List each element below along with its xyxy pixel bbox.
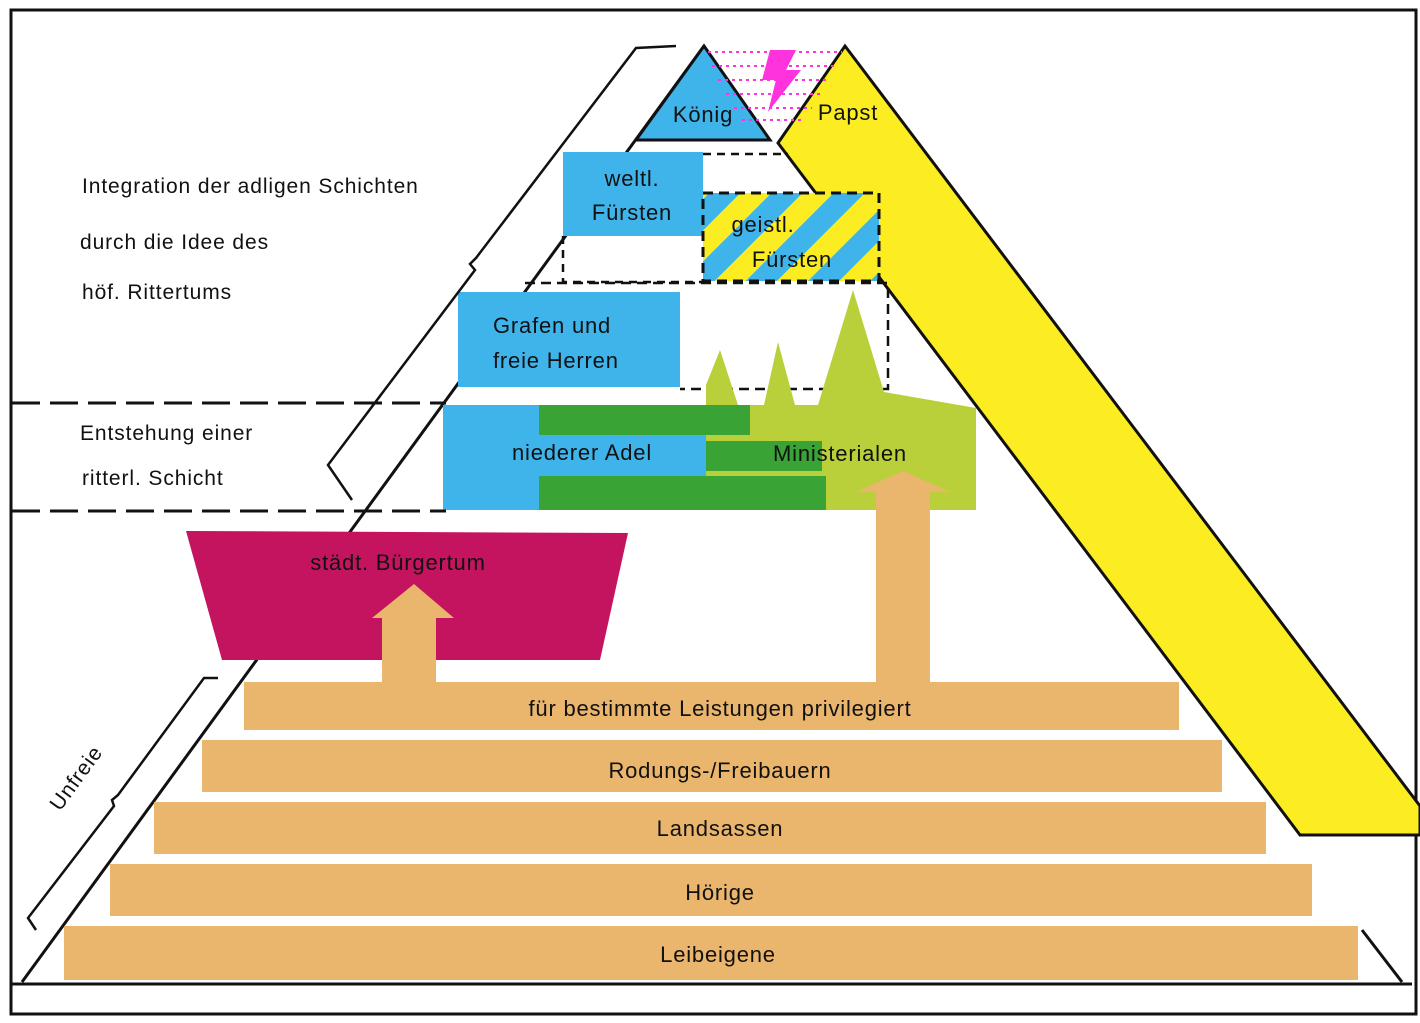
layer-landsassen-label: Landsassen (657, 816, 784, 841)
layer-rodung (202, 740, 1222, 792)
lower-nobility-green-bottom (539, 476, 706, 510)
lower-nobility-green-top (539, 405, 706, 435)
pyramid-right-foot (1360, 929, 1404, 983)
secular-princes-dashed (561, 236, 703, 284)
arrow-to-ministerialen (856, 471, 950, 682)
spiritual-princes-box (703, 193, 879, 281)
layer-leibeigene (64, 926, 1358, 980)
king-triangle (633, 43, 773, 142)
lightning-bolt-icon (762, 50, 801, 112)
knight-line2: ritterl. Schicht (82, 467, 224, 490)
unfree-label: Unfreie (45, 742, 107, 815)
layer-landsassen (154, 802, 1266, 854)
layer-leibeigene-label: Leibeigene (660, 942, 776, 967)
counts-box (458, 292, 680, 387)
unfree-brace (26, 676, 218, 931)
ministerialen-label: Ministerialen (773, 441, 907, 466)
burghers-label: städt. Bürgertum (310, 550, 485, 575)
king-label: König (673, 102, 733, 127)
layer-hoerige-label: Hörige (685, 880, 755, 905)
counts-line2: freie Herren (493, 348, 619, 373)
integration-brace (326, 44, 677, 501)
counts-dashed (525, 281, 890, 391)
integration-line1: Integration der adligen Schichten (82, 175, 419, 198)
ministerialen-green-mid (706, 441, 822, 471)
layer-hoerige (110, 864, 1312, 916)
spiritual-princes-line1: geistl. (731, 212, 794, 237)
lower-nobility-label: niederer Adel (512, 440, 652, 465)
secular-princes-line2: Fürsten (592, 200, 672, 225)
integration-line3: höf. Rittertums (82, 281, 232, 304)
layer-privileged (244, 682, 1179, 730)
conflict-dotted-lines (708, 51, 842, 121)
layer-privileged-label: für bestimmte Leistungen privilegiert (529, 696, 912, 721)
layer-rodung-label: Rodungs-/Freibauern (608, 758, 831, 783)
integration-line2: durch die Idee des (80, 231, 269, 254)
pope-label: Papst (818, 100, 878, 125)
secular-princes-line1: weltl. (604, 166, 660, 191)
counts-line1: Grafen und (493, 313, 611, 338)
spiritual-princes-line2: Fürsten (752, 247, 832, 272)
spiritual-princes-dashed (701, 191, 881, 283)
outer-frame (9, 8, 1418, 1016)
ministerialen-green-top (706, 405, 750, 435)
knight-line1: Entstehung einer (80, 422, 253, 445)
arrow-to-burghers (372, 584, 454, 682)
pope-band (776, 43, 1420, 837)
secular-princes-box (563, 152, 703, 236)
ministerialen-green-bottom (706, 476, 826, 510)
